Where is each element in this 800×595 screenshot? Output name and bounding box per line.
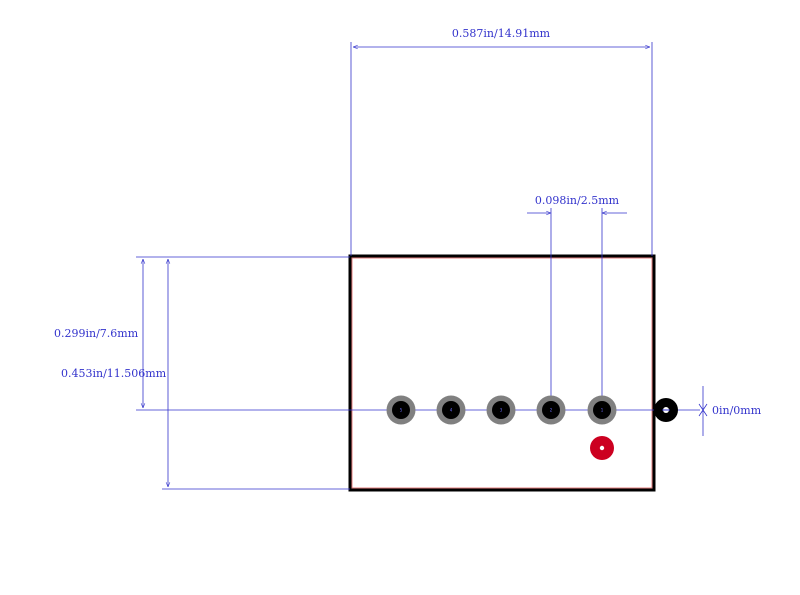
zero-dimension-label: 0in/0mm [712, 404, 762, 417]
height-dimension-label: 0.453in/11.506mm [61, 367, 167, 380]
width-dimension-label: 0.587in/14.91mm [452, 27, 551, 40]
pad-5: 5 [386, 395, 416, 425]
height-dimension: 0.453in/11.506mm [61, 259, 350, 490]
zero-dimension: 0in/0mm [698, 386, 762, 436]
pad-row: 5 4 3 2 1 [386, 395, 617, 425]
width-dimension: 0.587in/14.91mm [350, 27, 653, 256]
pin-to-edge-label: 0.299in/7.6mm [54, 327, 139, 340]
pitch-dimension-label: 0.098in/2.5mm [535, 194, 620, 207]
pad-2-label: 2 [550, 408, 553, 413]
pitch-dimension: 0.098in/2.5mm [527, 194, 627, 410]
pad-3-label: 3 [500, 408, 503, 413]
pad-1: 1 [587, 395, 617, 425]
pad-2: 2 [536, 395, 566, 425]
component-outline [348, 254, 656, 492]
origin-marker [654, 398, 678, 422]
pad-3: 3 [486, 395, 516, 425]
pad-4: 4 [436, 395, 466, 425]
pad-4-label: 4 [450, 408, 453, 413]
pad-1-label: 1 [601, 408, 604, 413]
pin-to-edge-dimension: 0.299in/7.6mm [54, 256, 700, 411]
pin1-polarity-marker [590, 436, 614, 460]
pad-5-label: 5 [400, 408, 403, 413]
